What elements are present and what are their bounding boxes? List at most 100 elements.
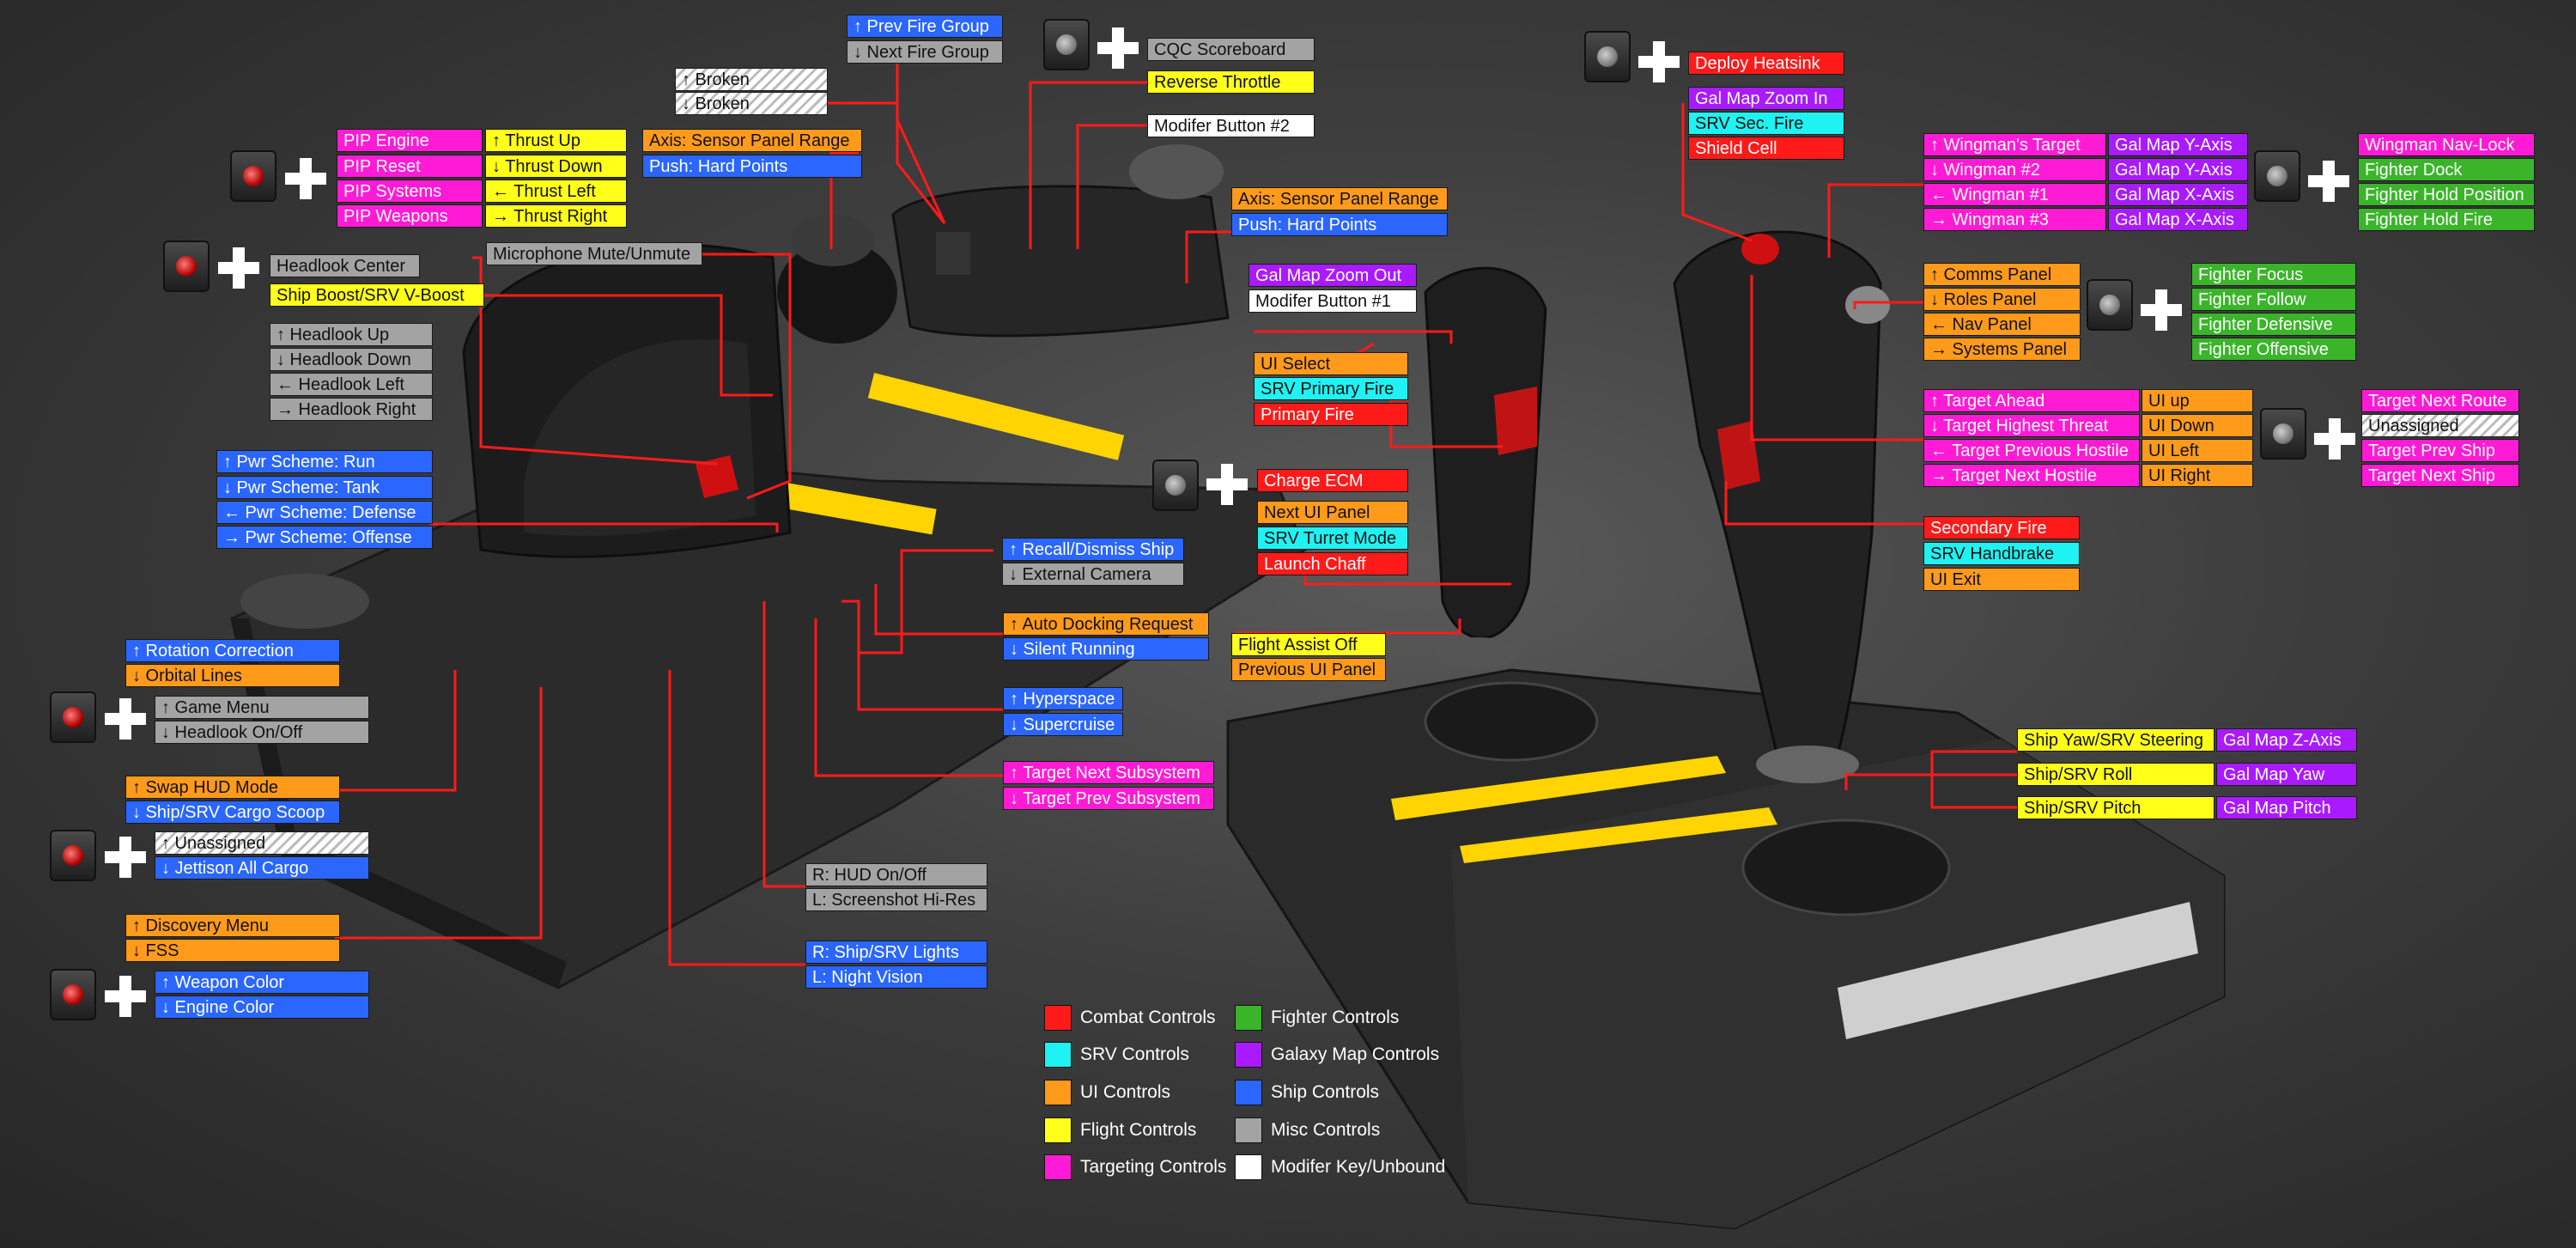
plus-icon bbox=[1096, 26, 1140, 70]
label-secondary-fire: Secondary Fire bbox=[1923, 516, 2080, 539]
label-nav-panel: ← Nav Panel bbox=[1923, 313, 2081, 336]
legend-swatch-fighter bbox=[1235, 1005, 1262, 1031]
label-ui-down: UI Down bbox=[2142, 414, 2253, 437]
label-weapon-color: ↑ Weapon Color bbox=[155, 971, 369, 994]
throttle-base bbox=[230, 373, 1307, 989]
label-broken-up: ↑ Broken bbox=[675, 68, 828, 91]
small-joystick bbox=[1424, 266, 1547, 668]
label-cargo-scoop: ↓ Ship/SRV Cargo Scoop bbox=[125, 801, 340, 824]
label-external-camera: ↓ External Camera bbox=[1002, 563, 1184, 586]
label-modifier-1: Modifer Button #1 bbox=[1249, 289, 1417, 313]
label-target-previous-hostile: ← Target Previous Hostile bbox=[1923, 439, 2140, 462]
label-wingman-1: ← Wingman #1 bbox=[1923, 183, 2106, 206]
legend-swatch-targeting bbox=[1044, 1154, 1072, 1180]
label-systems-panel: → Systems Panel bbox=[1923, 338, 2081, 361]
btn-grey-heatsink bbox=[1584, 31, 1631, 82]
label-pip-reset: PIP Reset bbox=[337, 155, 483, 178]
label-galmap-z-axis: Gal Map Z-Axis bbox=[2216, 728, 2357, 752]
label-hud-onoff: R: HUD On/Off bbox=[805, 863, 987, 886]
btn-red-weapon-color bbox=[50, 969, 96, 1020]
label-pip-weapons: PIP Weapons bbox=[337, 204, 483, 228]
btn-grey-fighter-orders bbox=[2254, 150, 2300, 202]
label-ui-right: UI Right bbox=[2142, 464, 2253, 487]
btn-grey-cqc bbox=[1043, 19, 1090, 70]
label-srv-sec-fire: SRV Sec. Fire bbox=[1688, 112, 1844, 135]
label-pwr-defense: ← Pwr Scheme: Defense bbox=[216, 501, 433, 524]
plus-icon bbox=[103, 835, 148, 880]
btn-grey-fighter-behave bbox=[2087, 279, 2133, 331]
label-reverse-throttle: Reverse Throttle bbox=[1147, 70, 1315, 94]
label-galmap-y-axis-2: Gal Map Y-Axis bbox=[2108, 158, 2248, 181]
label-ui-left: UI Left bbox=[2142, 439, 2253, 462]
plus-icon bbox=[216, 246, 261, 290]
label-fighter-hold-fire: Fighter Hold Fire bbox=[2358, 208, 2535, 231]
legend-swatch-modifier bbox=[1235, 1154, 1262, 1180]
label-next-fire-group: ↓ Next Fire Group bbox=[847, 40, 1003, 64]
label-fighter-hold-position: Fighter Hold Position bbox=[2358, 183, 2535, 206]
label-galmap-x-axis-1: Gal Map X-Axis bbox=[2108, 183, 2248, 206]
label-jettison-cargo: ↓ Jettison All Cargo bbox=[155, 856, 369, 880]
label-fighter-offensive: Fighter Offensive bbox=[2191, 338, 2356, 361]
label-thrust-up: ↑ Thrust Up bbox=[485, 129, 627, 152]
legend-swatch-galaxy-map bbox=[1235, 1042, 1262, 1068]
label-rotation-correction: ↑ Rotation Correction bbox=[125, 639, 340, 662]
legend-label-galaxy-map: Galaxy Map Controls bbox=[1271, 1044, 1440, 1064]
label-wingman-3: → Wingman #3 bbox=[1923, 208, 2106, 231]
label-shield-cell: Shield Cell bbox=[1688, 137, 1844, 160]
plus-icon bbox=[103, 697, 148, 741]
label-hyperspace: ↑ Hyperspace bbox=[1003, 687, 1123, 710]
plus-icon bbox=[1205, 462, 1249, 507]
label-target-highest-threat: ↓ Target Highest Threat bbox=[1923, 414, 2140, 437]
label-headlook-center: Headlook Center bbox=[270, 254, 420, 277]
label-galmap-x-axis-2: Gal Map X-Axis bbox=[2108, 208, 2248, 231]
label-target-prev-ship: Target Prev Ship bbox=[2361, 439, 2519, 462]
legend-label-fighter: Fighter Controls bbox=[1271, 1008, 1400, 1027]
btn-red-cargo bbox=[50, 830, 96, 881]
label-wingman-navlock: Wingman Nav-Lock bbox=[2358, 133, 2535, 156]
label-pwr-run: ↑ Pwr Scheme: Run bbox=[216, 450, 433, 473]
plus-icon bbox=[2139, 288, 2184, 332]
label-silent-running: ↓ Silent Running bbox=[1003, 637, 1209, 661]
plus-icon bbox=[283, 156, 328, 201]
label-target-next-hostile: → Target Next Hostile bbox=[1923, 464, 2140, 487]
label-galmap-zoom-out: Gal Map Zoom Out bbox=[1249, 264, 1417, 287]
label-pip-engine: PIP Engine bbox=[337, 129, 483, 152]
label-headlook-left: ← Headlook Left bbox=[270, 373, 433, 396]
label-hard-points-2: Push: Hard Points bbox=[1231, 213, 1448, 236]
throttle-secondary-lever bbox=[891, 144, 1230, 338]
label-galmap-yaw: Gal Map Yaw bbox=[2216, 763, 2357, 786]
legend-swatch-ui bbox=[1044, 1080, 1072, 1105]
label-fss: ↓ FSS bbox=[125, 939, 340, 962]
label-target-ahead: ↑ Target Ahead bbox=[1923, 389, 2140, 412]
label-fighter-focus: Fighter Focus bbox=[2191, 263, 2356, 286]
label-ui-up: UI up bbox=[2142, 389, 2253, 412]
label-orbital-lines: ↓ Orbital Lines bbox=[125, 664, 340, 687]
legend-label-flight: Flight Controls bbox=[1080, 1120, 1197, 1140]
btn-grey-ecm bbox=[1152, 460, 1199, 511]
btn-red-headlook bbox=[163, 240, 210, 292]
label-recall-ship: ↑ Recall/Dismiss Ship bbox=[1002, 538, 1184, 561]
legend-swatch-flight bbox=[1044, 1117, 1072, 1143]
label-fighter-dock: Fighter Dock bbox=[2358, 158, 2535, 181]
legend-swatch-misc bbox=[1235, 1117, 1262, 1143]
label-previous-ui-panel: Previous UI Panel bbox=[1231, 658, 1386, 681]
label-engine-color: ↓ Engine Color bbox=[155, 995, 369, 1019]
label-thrust-down: ↓ Thrust Down bbox=[485, 155, 627, 178]
label-discovery-menu: ↑ Discovery Menu bbox=[125, 914, 340, 937]
label-hard-points: Push: Hard Points bbox=[642, 155, 862, 178]
label-headlook-down: ↓ Headlook Down bbox=[270, 348, 433, 371]
label-primary-fire: Primary Fire bbox=[1254, 403, 1408, 426]
label-srv-handbrake: SRV Handbrake bbox=[1923, 542, 2080, 565]
label-ship-boost: Ship Boost/SRV V-Boost bbox=[270, 283, 484, 307]
stick-base bbox=[1226, 668, 2226, 1230]
label-deploy-heatsink: Deploy Heatsink bbox=[1688, 52, 1844, 75]
label-pwr-offense: → Pwr Scheme: Offense bbox=[216, 526, 433, 549]
legend-label-modifier: Modifer Key/Unbound bbox=[1271, 1157, 1446, 1177]
label-launch-chaff: Launch Chaff bbox=[1257, 552, 1408, 575]
legend-label-targeting: Targeting Controls bbox=[1080, 1157, 1227, 1177]
label-fighter-follow: Fighter Follow bbox=[2191, 288, 2356, 311]
label-modifier-2: Modifer Button #2 bbox=[1147, 114, 1315, 137]
label-ui-exit: UI Exit bbox=[1923, 568, 2080, 591]
